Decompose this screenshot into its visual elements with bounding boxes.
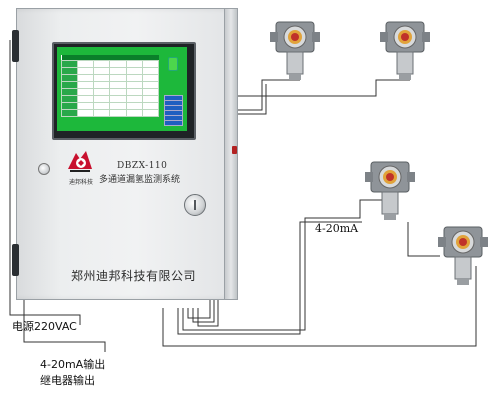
power-label: 电源220VAC: [12, 320, 77, 333]
screen-table-row: [60, 102, 160, 110]
company-name: 郑州迪邦科技有限公司: [71, 269, 197, 283]
screen-table-row: [60, 88, 160, 96]
cabinet-side: [224, 8, 238, 300]
wire-detector-4: [162, 266, 477, 347]
wire-detector-4b: [407, 222, 440, 257]
system-name: 多通道漏氢监测系统: [99, 175, 181, 185]
logo-text: 迪邦科技: [68, 179, 93, 186]
output-label-2: 继电器输出: [40, 374, 95, 387]
screen-table-header: [61, 55, 159, 61]
wire-power: [9, 40, 81, 325]
screen-table-row: [60, 109, 160, 117]
screen-table-row: [60, 60, 160, 68]
hinge-bottom: [12, 244, 19, 276]
screen-table-row: [60, 81, 160, 89]
screen-table-row: [60, 74, 160, 82]
wire-output: [23, 300, 106, 352]
gas-detector-4: [438, 226, 488, 285]
signal-label: 4-20mA: [315, 222, 359, 235]
screen-table-row: [60, 95, 160, 103]
key-lock-icon: [184, 194, 206, 216]
model-number: DBZX-110: [117, 161, 168, 171]
screen-data-table: [60, 55, 160, 117]
screen-side-panel: [162, 55, 183, 129]
indicator-lamp: [38, 163, 50, 175]
wire-detector-3b: [177, 221, 362, 335]
company-logo-icon: [68, 151, 92, 172]
status-indicator: [168, 57, 178, 71]
screen-table-row: [60, 67, 160, 75]
alarm-led: [232, 146, 237, 154]
gas-detector-1: [270, 21, 320, 80]
hinge-top: [12, 30, 19, 62]
gas-detector-2: [380, 21, 430, 80]
gas-detector-3: [365, 161, 415, 220]
output-label-1: 4-20mA输出: [40, 358, 106, 371]
screen-menu-button: [164, 120, 183, 126]
wire-detector-3: [182, 199, 395, 331]
